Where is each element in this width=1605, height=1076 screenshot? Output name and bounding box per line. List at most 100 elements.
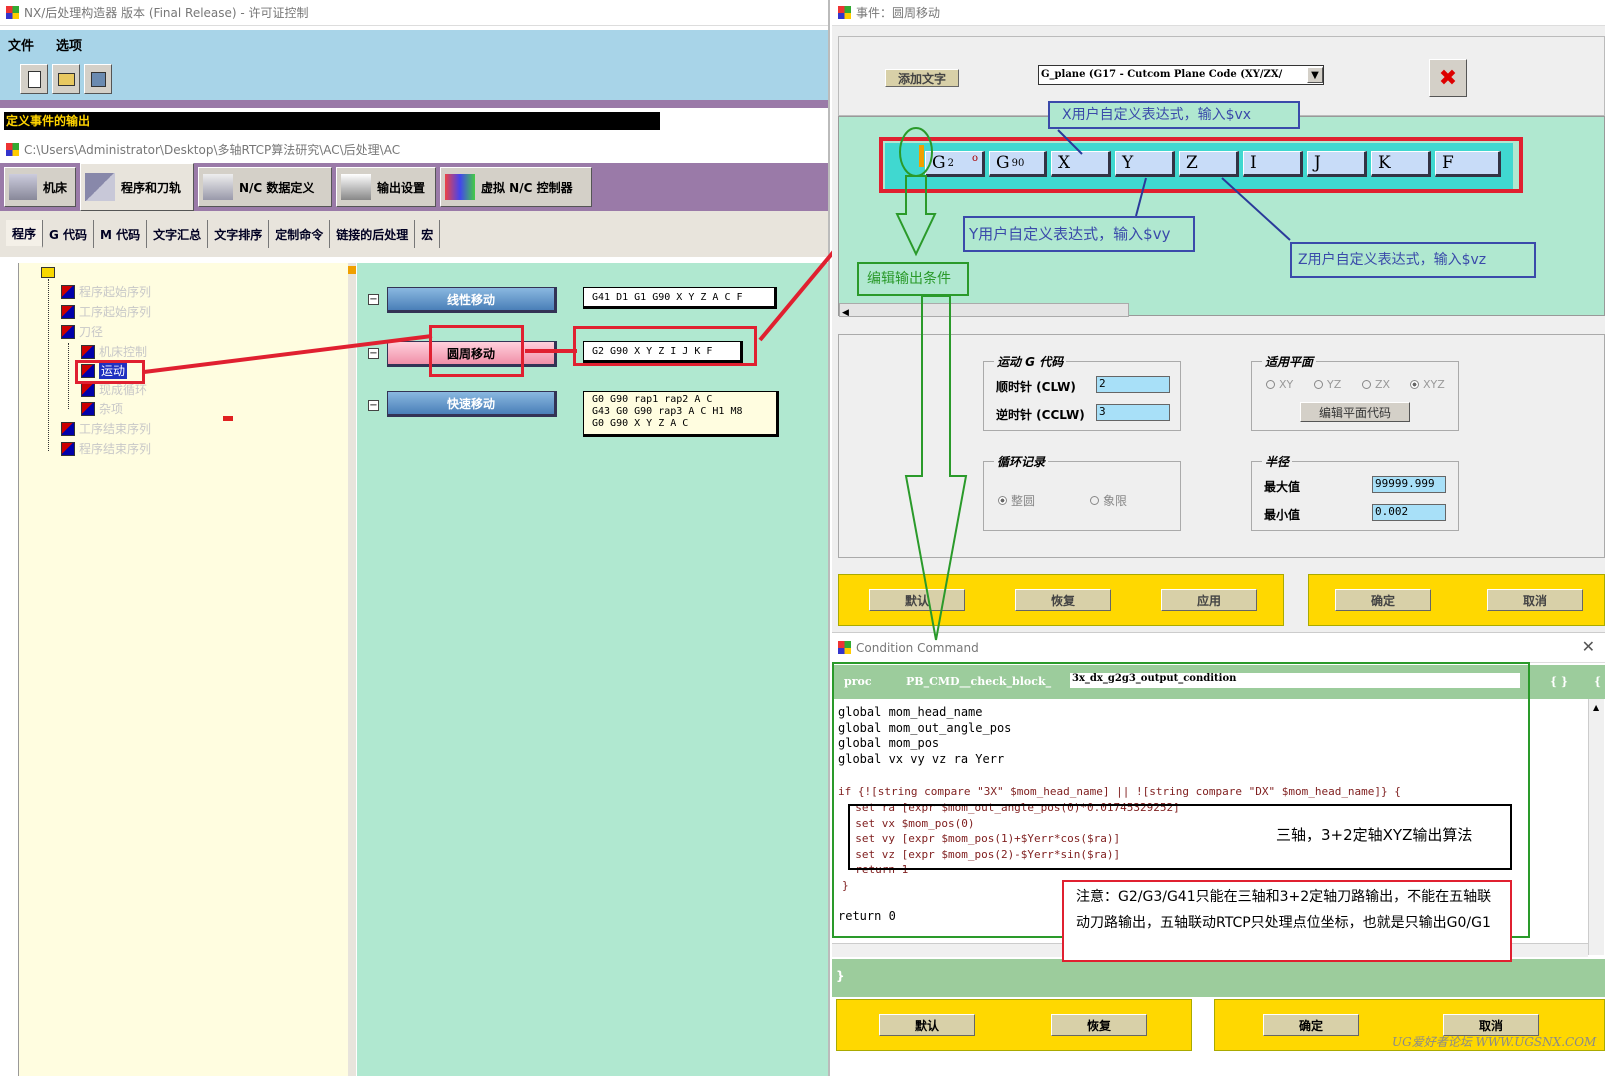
condition-cancel-button[interactable]: 取消 xyxy=(1443,1014,1539,1036)
quadrant-radio[interactable]: 象限 xyxy=(1090,492,1127,509)
subtab-program[interactable]: 程序 xyxy=(6,220,44,248)
editor-vscrollbar[interactable]: ▲ xyxy=(1588,699,1604,955)
plane-zx-radio[interactable]: ZX xyxy=(1362,378,1390,391)
path-icon xyxy=(6,142,19,156)
subtab-linked-post[interactable]: 链接的后处理 xyxy=(330,220,416,248)
menu-options[interactable]: 选项 xyxy=(56,38,83,54)
event-linear-move[interactable]: 线性移动 xyxy=(387,287,557,313)
tree-item-program-end[interactable]: 程序结束序列 xyxy=(61,440,151,457)
edit-condition-box: 编辑输出条件 xyxy=(857,262,969,296)
block-i[interactable]: I xyxy=(1243,151,1303,177)
tab-virtual-nc[interactable]: 虚拟 N/C 控制器 xyxy=(440,167,592,207)
code-globals: global mom_head_name global mom_out_angl… xyxy=(838,705,1012,766)
new-file-button[interactable] xyxy=(20,64,48,94)
collapse-rapid[interactable]: − xyxy=(368,400,379,411)
subtab-word-summary[interactable]: 文字汇总 xyxy=(147,220,209,248)
open-file-button[interactable] xyxy=(52,64,80,94)
close-icon[interactable]: ✕ xyxy=(1581,637,1595,656)
block-g2-sup: 2 xyxy=(947,157,954,169)
block-f[interactable]: F xyxy=(1435,151,1501,177)
warning-box: 注意：G2/G3/G41只能在三轴和3+2定轴刀路输出，不能在五轴联动刀路输出，… xyxy=(1062,880,1512,962)
event-cancel-button[interactable]: 取消 xyxy=(1487,589,1583,611)
plane-yz-radio[interactable]: YZ xyxy=(1314,378,1341,391)
plane-xy-radio[interactable]: XY xyxy=(1266,378,1293,391)
menu-file[interactable]: 文件 xyxy=(8,38,35,54)
nc-data-icon xyxy=(203,174,233,200)
collapse-linear[interactable]: − xyxy=(368,294,379,305)
closing-brace: } xyxy=(836,969,845,983)
cw-input[interactable]: 2 xyxy=(1096,376,1170,393)
block-area-scrollbar[interactable]: ◀ xyxy=(839,303,1129,318)
block-g90-sup: 90 xyxy=(1011,157,1025,169)
plane-group-title: 适用平面 xyxy=(1262,353,1317,370)
tab-machine[interactable]: 机床 xyxy=(4,167,76,207)
toolpath-icon xyxy=(85,173,115,201)
tree-line-sub xyxy=(68,343,69,409)
sequence-icon xyxy=(81,401,95,416)
condition-restore-button[interactable]: 恢复 xyxy=(1051,1014,1147,1036)
tree-item-misc[interactable]: 杂项 xyxy=(81,400,123,417)
condition-button-bar-left: 默认 恢复 xyxy=(836,999,1192,1051)
event-ok-button[interactable]: 确定 xyxy=(1335,589,1431,611)
dropdown-arrow-button[interactable]: ▼ xyxy=(1307,67,1323,83)
proc-name-input[interactable]: 3x_dx_g2g3_output_condition xyxy=(1070,673,1520,688)
radius-min-input[interactable]: 0.002 xyxy=(1372,504,1446,521)
event-button-bar-left: 默认 恢复 应用 xyxy=(838,574,1284,626)
tree-item-toolpath[interactable]: 刀径 xyxy=(61,323,103,340)
tab-nc-data[interactable]: N/C 数据定义 xyxy=(198,167,332,207)
subtab-custom-command[interactable]: 定制命令 xyxy=(269,220,331,248)
tab-program-toolpath[interactable]: 程序和刀轨 xyxy=(80,163,194,211)
code-if-statement: if {![string compare "3X" $mom_head_name… xyxy=(838,785,1401,798)
full-circle-radio[interactable]: 整圆 xyxy=(998,492,1035,509)
event-circular-output[interactable]: G2 G90 X Y Z I J K F xyxy=(583,341,743,363)
edit-plane-code-button[interactable]: 编辑平面代码 xyxy=(1300,402,1410,422)
braces-label: { } xyxy=(1550,675,1568,688)
word-dropdown[interactable]: G_plane (G17 - Cutcom Plane Code (XY/ZX/ xyxy=(1038,65,1324,85)
radius-max-input[interactable]: 99999.999 xyxy=(1372,476,1446,493)
block-j[interactable]: J xyxy=(1307,151,1367,177)
add-text-button[interactable]: 添加文字 xyxy=(885,69,959,87)
condition-default-button[interactable]: 默认 xyxy=(879,1014,975,1036)
chevron-left-icon: ◀ xyxy=(842,308,849,318)
plane-xyz-radio[interactable]: XYZ xyxy=(1410,378,1445,391)
event-circular-move[interactable]: 圆周移动 xyxy=(387,341,557,367)
panel-splitter[interactable] xyxy=(348,263,356,1076)
event-rapid-output[interactable]: G0 G90 rap1 rap2 A C G43 G0 G90 rap3 A C… xyxy=(583,391,779,437)
block-y[interactable]: Y xyxy=(1115,151,1175,177)
block-z[interactable]: Z xyxy=(1179,151,1239,177)
condition-ok-button[interactable]: 确定 xyxy=(1263,1014,1359,1036)
sequence-icon xyxy=(61,324,75,339)
subtab-word-sequence[interactable]: 文字排序 xyxy=(208,220,270,248)
path-bar: C:\Users\Administrator\Desktop\多轴RTCP算法研… xyxy=(0,137,830,161)
condition-window-icon xyxy=(838,641,851,654)
subtab-g-code[interactable]: G 代码 xyxy=(43,220,95,248)
tree-item-operation-start[interactable]: 工序起始序列 xyxy=(61,303,151,320)
event-default-button[interactable]: 默认 xyxy=(869,589,965,611)
tab-output-settings[interactable]: 输出设置 xyxy=(336,167,436,207)
event-rapid-move[interactable]: 快速移动 xyxy=(387,391,557,417)
subtab-macro[interactable]: 宏 xyxy=(415,220,441,248)
degree-marker: o xyxy=(971,153,978,164)
folder-icon xyxy=(41,267,55,278)
tree-item-canned-cycle[interactable]: 现成循环 xyxy=(81,381,147,398)
tree-panel: 程序起始序列 工序起始序列 刀径 机床控制 运动 现成循环 杂项 工序结束序列 … xyxy=(18,263,348,1076)
event-linear-output[interactable]: G41 D1 G1 G90 X Y Z A C F xyxy=(583,287,777,309)
block-x[interactable]: X xyxy=(1051,151,1111,177)
subtab-m-code[interactable]: M 代码 xyxy=(94,220,148,248)
sequence-icon xyxy=(61,421,75,436)
block-k[interactable]: K xyxy=(1371,151,1431,177)
collapse-circular[interactable]: − xyxy=(368,348,379,359)
ccw-input[interactable]: 3 xyxy=(1096,404,1170,421)
tree-item-operation-end[interactable]: 工序结束序列 xyxy=(61,420,151,437)
tree-item-machine-control[interactable]: 机床控制 xyxy=(81,343,147,360)
splitter-handle[interactable] xyxy=(348,266,356,274)
trash-button[interactable]: ✖ xyxy=(1429,59,1467,97)
save-file-button[interactable] xyxy=(84,64,112,94)
event-restore-button[interactable]: 恢复 xyxy=(1015,589,1111,611)
tree-item-program-start[interactable]: 程序起始序列 xyxy=(61,283,151,300)
tree-item-motion[interactable]: 运动 xyxy=(81,362,128,379)
event-apply-button[interactable]: 应用 xyxy=(1161,589,1257,611)
